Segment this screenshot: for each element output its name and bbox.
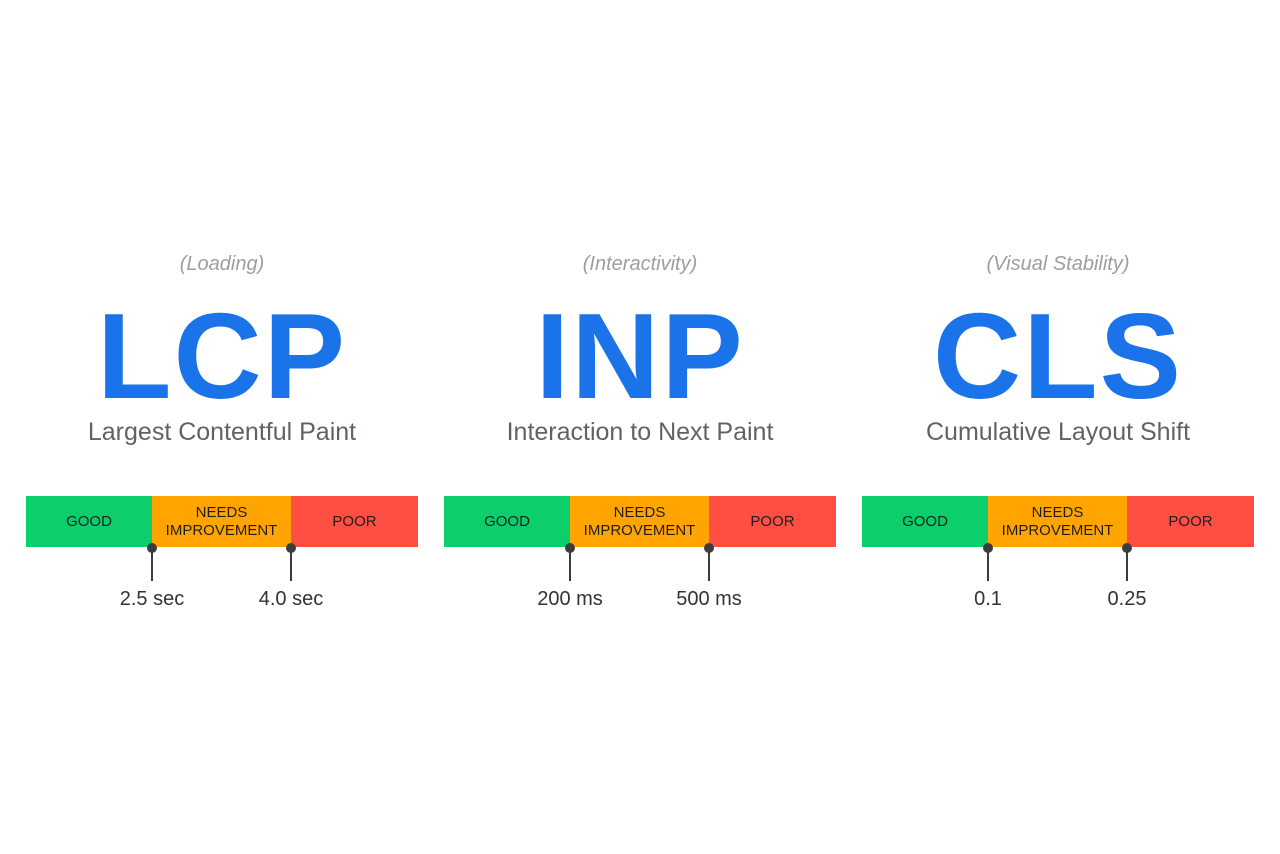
segment-good: GOOD <box>444 496 570 547</box>
threshold-label-good: 0.1 <box>974 588 1002 610</box>
metric-acronym: CLS <box>933 288 1183 424</box>
metric-card-cls: (Visual Stability) CLS Cumulative Layout… <box>862 0 1254 854</box>
threshold-marker-good <box>564 543 576 581</box>
threshold-label-good: 200 ms <box>537 588 603 610</box>
segment-poor: POOR <box>1127 496 1254 547</box>
segment-good: GOOD <box>862 496 988 547</box>
threshold-label-poor: 4.0 sec <box>258 588 324 610</box>
threshold-bar: GOOD NEEDS IMPROVEMENT POOR <box>862 496 1254 547</box>
threshold-label-poor: 500 ms <box>676 588 742 610</box>
metric-full-name: Interaction to Next Paint <box>506 418 774 446</box>
threshold-marker-poor <box>703 543 715 581</box>
threshold-label-poor: 0.25 <box>1107 588 1147 610</box>
metric-category: (Loading) <box>179 253 265 275</box>
segment-poor: POOR <box>709 496 836 547</box>
metric-category: (Interactivity) <box>582 253 698 275</box>
threshold-label-good: 2.5 sec <box>119 588 185 610</box>
metric-category: (Visual Stability) <box>986 253 1130 275</box>
metric-card-inp: (Interactivity) INP Interaction to Next … <box>444 0 836 854</box>
threshold-marker-poor <box>285 543 297 581</box>
threshold-bar: GOOD NEEDS IMPROVEMENT POOR <box>26 496 418 547</box>
segment-needs-improvement: NEEDS IMPROVEMENT <box>570 496 709 547</box>
segment-poor: POOR <box>291 496 418 547</box>
segment-good: GOOD <box>26 496 152 547</box>
segment-needs-improvement: NEEDS IMPROVEMENT <box>152 496 291 547</box>
metric-acronym: LCP <box>97 288 347 424</box>
metric-acronym: INP <box>535 288 745 424</box>
segment-needs-improvement: NEEDS IMPROVEMENT <box>988 496 1127 547</box>
metric-full-name: Largest Contentful Paint <box>87 418 357 446</box>
metric-full-name: Cumulative Layout Shift <box>925 418 1191 446</box>
threshold-marker-good <box>146 543 158 581</box>
threshold-bar: GOOD NEEDS IMPROVEMENT POOR <box>444 496 836 547</box>
threshold-marker-poor <box>1121 543 1133 581</box>
metric-card-lcp: (Loading) LCP Largest Contentful Paint G… <box>26 0 418 854</box>
threshold-marker-good <box>982 543 994 581</box>
